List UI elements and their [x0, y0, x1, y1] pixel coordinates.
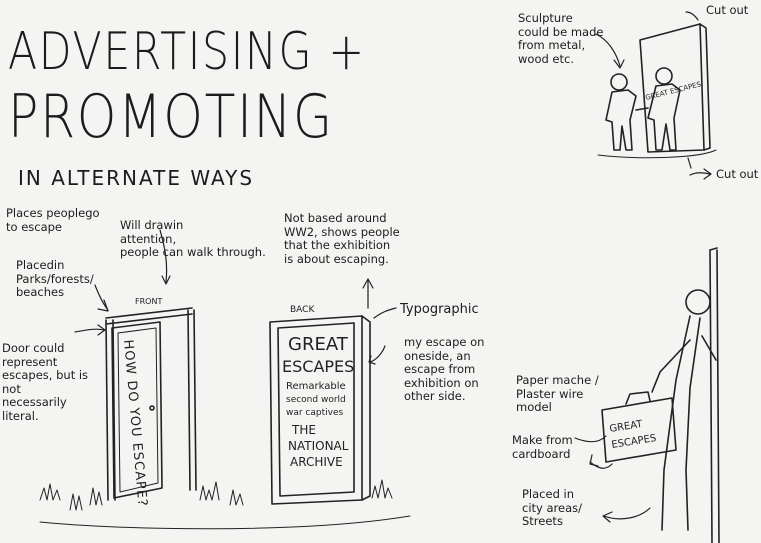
- back-board-drawing: [269, 315, 371, 505]
- door-drawing: [105, 307, 197, 501]
- note-places: Places peoplego to escape: [6, 206, 100, 234]
- note-sculpture: Sculpture could be made from metal, wood…: [518, 11, 604, 66]
- back-sign-line: THE: [291, 423, 316, 437]
- note-not-based: Not based around WW2, shows people that …: [284, 211, 400, 266]
- grass-drawing: [39, 479, 411, 530]
- title-alternate-ways: IN ALTERNATE WAYS: [18, 166, 255, 190]
- note-represent: Door could represent escapes, but is not…: [2, 341, 89, 423]
- back-sign-line: war captives: [286, 408, 344, 418]
- suitcase-line2: ESCAPES: [611, 433, 657, 451]
- back-sign-line: NATIONAL: [288, 439, 349, 453]
- door-top-label: FRONT: [135, 297, 162, 306]
- note-cut-out-bottom: Cut out: [716, 167, 759, 181]
- title-promoting: PROMOTING: [8, 82, 334, 152]
- sculpture-drawing: [597, 23, 717, 159]
- title-advertising: ADVERTISING +: [8, 22, 366, 82]
- note-placed-in: Placedin Parks/forests/ beaches: [16, 258, 94, 300]
- back-sign-line: ESCAPES: [282, 357, 354, 376]
- note-typographic: Typographic: [400, 302, 479, 317]
- back-sign-line: second world: [286, 395, 346, 405]
- back-sign-line: GREAT: [288, 334, 349, 355]
- back-sign-line: Remarkable: [286, 381, 346, 392]
- note-escape-one-side: my escape on oneside, an escape from exh…: [404, 335, 485, 404]
- note-cardboard: Make from cardboard: [512, 433, 573, 461]
- note-city: Placed in city areas/ Streets: [522, 487, 582, 529]
- suitcase-line1: GREAT: [609, 419, 644, 435]
- note-draw-in: Will drawin attention, people can walk t…: [120, 218, 266, 260]
- note-cut-out-top: Cut out: [706, 3, 749, 17]
- door-sign-text: HOW DO YOU ESCAPE?: [120, 339, 150, 508]
- back-top-label: BACK: [290, 305, 315, 315]
- back-sign-line: ARCHIVE: [290, 455, 343, 469]
- sculpture-sign-text: GREAT ESCAPES: [645, 80, 703, 102]
- annotation-arrows: [74, 11, 712, 523]
- suitcase-figure-drawing: [601, 247, 720, 543]
- note-paper-mache: Paper mache / Plaster wire model: [516, 373, 599, 415]
